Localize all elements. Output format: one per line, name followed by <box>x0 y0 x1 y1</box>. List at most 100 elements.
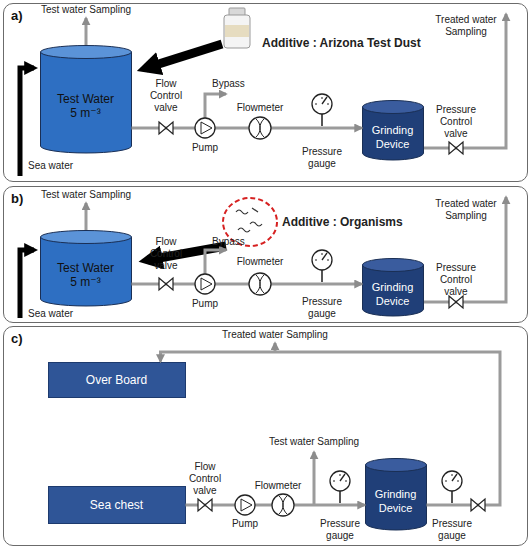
process-box: Over Board <box>48 362 186 398</box>
valve-symbol <box>198 499 212 511</box>
node-text: 5 m⁻³ <box>70 275 100 289</box>
process-box: Sea chest <box>48 486 186 524</box>
text-holder: c) <box>11 331 23 346</box>
cylinder-body <box>40 237 131 306</box>
part-label: Pump <box>225 518 265 530</box>
part-label: Pressure gauge <box>297 296 347 320</box>
pump-symbol <box>195 118 215 138</box>
cylinder-body <box>362 265 423 316</box>
text-holder: Grinding Device <box>362 114 424 160</box>
pipe-connector <box>161 352 501 505</box>
panel-letter: c) <box>11 331 23 346</box>
text-holder: Grinding Device <box>362 272 424 316</box>
panel-letter: b) <box>11 191 23 206</box>
additive-arrow <box>146 44 222 68</box>
part-label: Pressure gauge <box>427 518 477 542</box>
panel-letter: a) <box>11 8 23 23</box>
text-holder: b) <box>11 191 23 206</box>
part-label: Flowmeter <box>230 102 290 114</box>
valve-symbol <box>159 278 173 290</box>
part-label: Flow Control valve <box>144 236 188 272</box>
part-label: Test water Sampling <box>16 4 156 16</box>
tank-cylinder: Test Water5 m⁻³ <box>40 230 132 306</box>
node-text: Grinding Device <box>362 280 424 308</box>
cylinder-top <box>362 100 423 113</box>
cylinder-top <box>40 230 131 243</box>
outlet-pipe <box>424 197 506 302</box>
flowmeter-symbol <box>249 117 271 139</box>
gauge-symbol <box>312 250 332 282</box>
sea-water-arrow <box>20 250 34 318</box>
node-text: Test Water <box>57 261 114 275</box>
pump-symbol <box>195 274 215 294</box>
valve-symbol <box>449 296 463 308</box>
node-text: 5 m⁻³ <box>70 106 100 120</box>
node-text: Over Board <box>86 373 147 387</box>
cylinder-body <box>365 465 426 530</box>
part-label: Bypass <box>212 236 262 248</box>
text-holder: Test Water5 m⁻³ <box>40 59 132 153</box>
part-label: Test water Sampling <box>16 189 156 201</box>
flowmeter-symbol <box>249 273 271 295</box>
node-text: Grinding Device <box>362 123 424 151</box>
sampling-arrow <box>274 343 277 352</box>
cylinder-body <box>40 52 131 153</box>
tank-cylinder: Test Water5 m⁻³ <box>40 45 132 153</box>
part-label: Pressure gauge <box>297 146 347 170</box>
pipe-connector <box>186 504 365 507</box>
part-label: Sea water <box>28 160 88 172</box>
part-label: Flow Control valve <box>183 461 227 497</box>
text-holder: Over Board <box>86 373 147 387</box>
part-label: Treated water Sampling <box>190 329 360 341</box>
node-text: Sea chest <box>90 498 143 512</box>
tank-cylinder: Grinding Device <box>362 100 424 160</box>
part-label: Pressure gauge <box>315 518 365 542</box>
node-text: Test Water <box>57 92 114 106</box>
cylinder-top <box>362 258 423 271</box>
gauge-symbol <box>312 94 332 126</box>
bypass-arrow <box>205 250 226 274</box>
part-label: Flow Control valve <box>144 78 188 114</box>
tank-cylinder: Grinding Device <box>362 258 424 316</box>
cylinder-top <box>365 458 426 471</box>
outlet-pipe <box>424 14 506 148</box>
part-label: Test water Sampling <box>249 436 379 448</box>
additive-title: Additive : Arizona Test Dust <box>262 36 492 50</box>
pump-symbol <box>235 495 255 515</box>
text-holder: Grinding Device <box>365 472 427 530</box>
gauge-symbol <box>442 471 462 503</box>
text-holder: a) <box>11 8 23 23</box>
sampling-arrow <box>85 203 88 230</box>
panel-frame: Over BoardSea chest Grinding Device c) <box>3 326 528 546</box>
node-text: Grinding Device <box>365 487 427 515</box>
gauge-symbol <box>330 471 350 503</box>
part-label: Flowmeter <box>250 480 306 492</box>
part-label: Treated water Sampling <box>430 14 502 38</box>
sampling-arrow <box>313 452 316 505</box>
part-label: Pump <box>185 298 225 310</box>
part-label: Flowmeter <box>230 256 290 268</box>
sampling-arrow <box>85 18 88 45</box>
pipe-connector <box>132 283 362 286</box>
part-label: Pressure Control valve <box>431 262 481 298</box>
bypass-arrow <box>205 94 226 118</box>
part-label: Treated water Sampling <box>430 198 502 222</box>
part-label: Pressure Control valve <box>431 104 481 140</box>
text-holder: Sea chest <box>90 498 143 512</box>
part-label: Bypass <box>212 78 262 90</box>
organisms <box>236 208 262 232</box>
dust-bottle <box>224 8 250 48</box>
flowmeter-symbol <box>272 494 294 516</box>
tank-cylinder: Grinding Device <box>365 458 427 530</box>
pipe-connector <box>132 127 362 130</box>
text-holder: Test Water5 m⁻³ <box>40 244 132 306</box>
valve-symbol <box>159 122 173 134</box>
part-label: Sea water <box>28 308 88 320</box>
sea-water-arrow <box>20 68 34 176</box>
cylinder-top <box>40 45 131 58</box>
valve-symbol <box>449 142 463 154</box>
part-label: Pump <box>185 142 225 154</box>
valve-symbol <box>471 499 485 511</box>
